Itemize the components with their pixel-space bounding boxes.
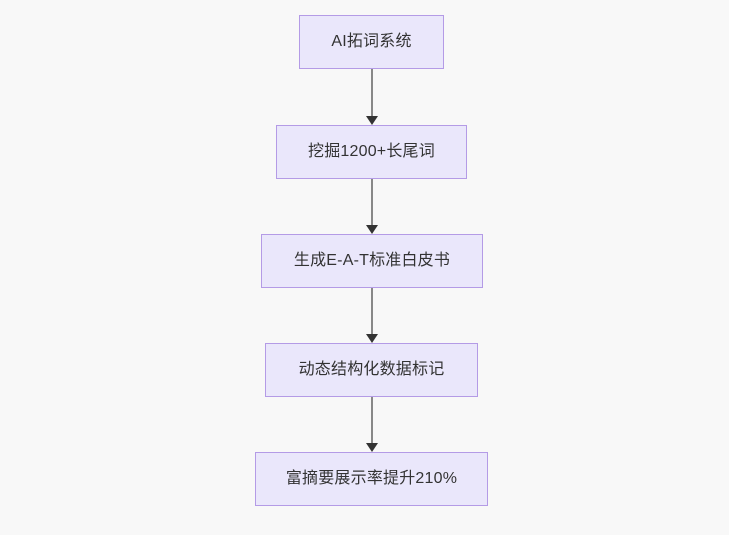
node-label: 挖掘1200+长尾词 — [308, 143, 435, 161]
node-label: AI拓词系统 — [331, 33, 412, 51]
connector-line — [371, 397, 373, 443]
node-label: 动态结构化数据标记 — [298, 361, 445, 379]
node-label: 生成E-A-T标准白皮书 — [293, 252, 451, 270]
arrowhead-down-icon — [366, 116, 378, 125]
node-label: 富摘要展示率提升210% — [285, 470, 458, 488]
flowchart-node-rich-snippet-impression-lift[interactable]: 富摘要展示率提升210% — [255, 452, 488, 506]
flowchart-node-generate-eat-whitepaper[interactable]: 生成E-A-T标准白皮书 — [261, 234, 483, 288]
arrowhead-down-icon — [366, 443, 378, 452]
flowchart-node-dynamic-structured-data-markup[interactable]: 动态结构化数据标记 — [265, 343, 478, 397]
arrowhead-down-icon — [366, 334, 378, 343]
connector-line — [371, 179, 373, 225]
connector-line — [371, 288, 373, 334]
flowchart-node-ai-keyword-system[interactable]: AI拓词系统 — [299, 15, 444, 69]
connector-line — [371, 69, 373, 116]
flowchart-node-mine-longtail-keywords[interactable]: 挖掘1200+长尾词 — [276, 125, 467, 179]
arrowhead-down-icon — [366, 225, 378, 234]
